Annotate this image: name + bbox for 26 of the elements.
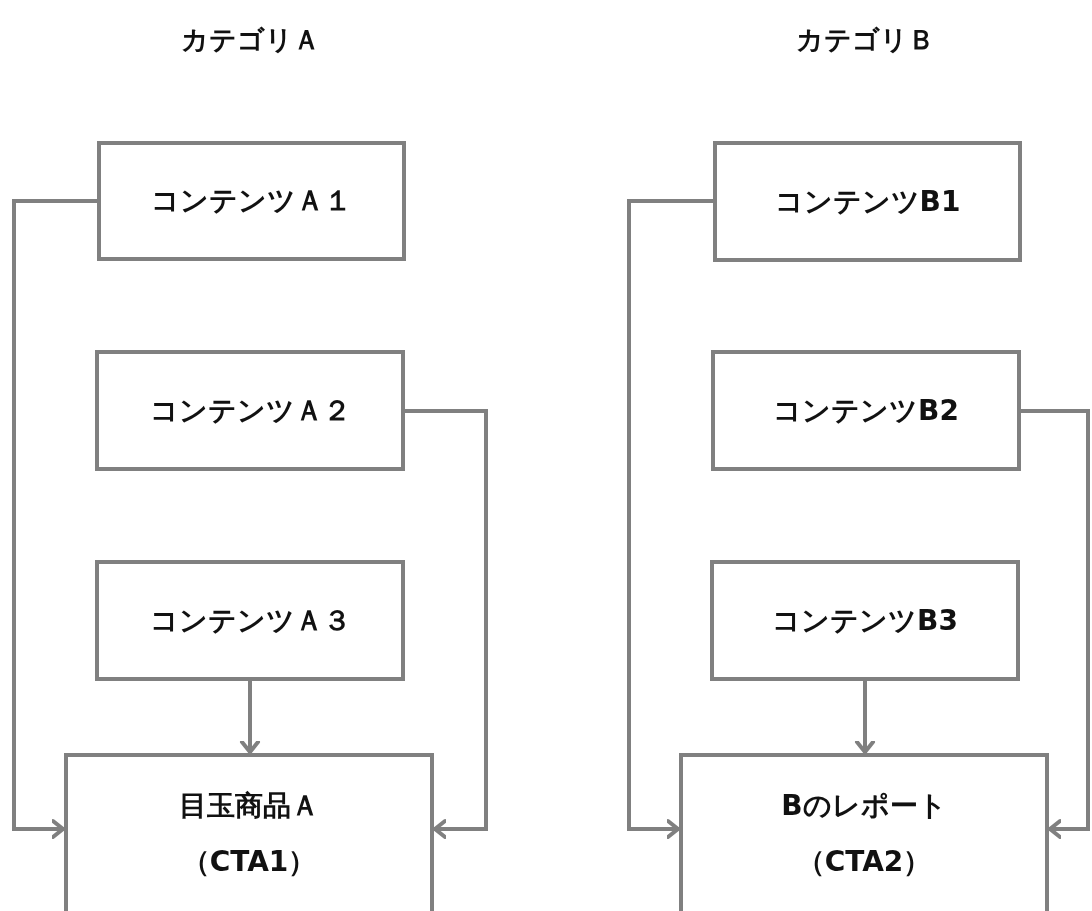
arrow (855, 681, 875, 754)
arrow (627, 199, 713, 839)
content-box (711, 350, 1021, 471)
content-box (710, 560, 1020, 681)
arrow (1021, 409, 1090, 839)
content-box (97, 141, 406, 261)
arrow (405, 409, 488, 839)
box-text: コンテンツＡ１ (151, 184, 352, 218)
arrow (12, 199, 97, 839)
box-text: コンテンツB1 (774, 184, 961, 219)
column-heading: カテゴリＡ (180, 23, 320, 57)
content-box (95, 560, 405, 681)
box-text: コンテンツＡ２ (149, 393, 351, 428)
content-box (713, 141, 1022, 262)
box-text: （CTA1） (181, 845, 317, 879)
column-heading: カテゴリＢ (795, 23, 935, 57)
content-box (95, 350, 405, 471)
box-text: 目玉商品Ａ (179, 789, 319, 823)
box-text: コンテンツB2 (773, 393, 959, 428)
box-text: コンテンツB3 (772, 603, 958, 638)
box-text: Bのレポート (781, 789, 947, 823)
box-text: コンテンツＡ３ (149, 603, 351, 638)
box-text: （CTA2） (796, 845, 932, 879)
arrow (240, 681, 260, 754)
content-box (679, 753, 1049, 911)
content-box (64, 753, 434, 911)
